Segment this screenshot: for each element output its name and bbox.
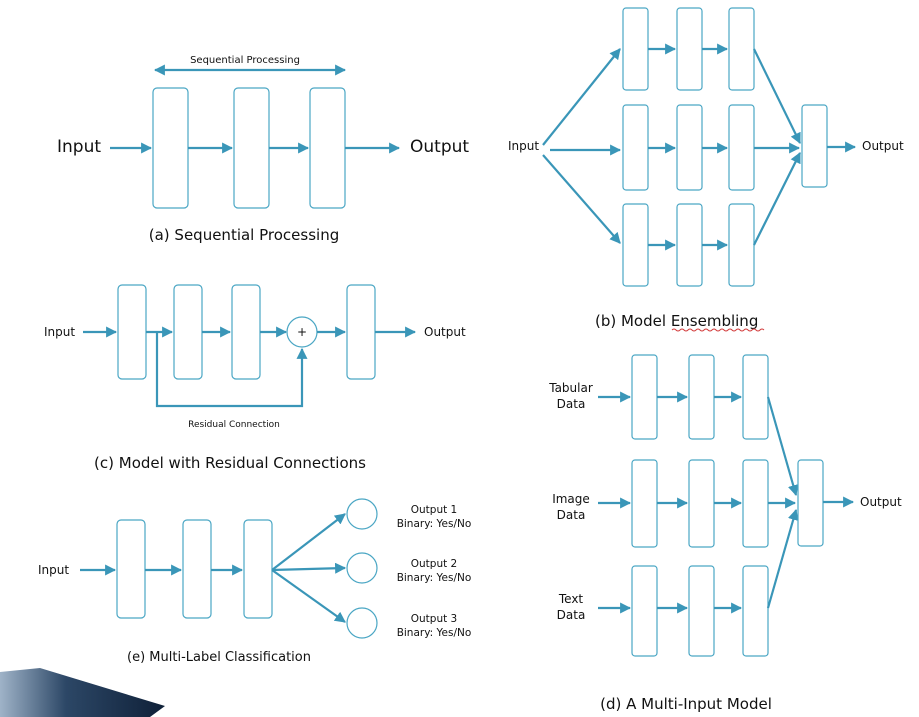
output-box xyxy=(801,104,828,188)
layer-box xyxy=(688,459,715,548)
panel-c-input-label: Input xyxy=(44,325,75,339)
layer-box xyxy=(117,284,147,380)
output-box xyxy=(797,459,824,547)
layer-box xyxy=(622,203,649,287)
text-label-line1: Text xyxy=(558,592,584,606)
panel-b-caption-word: Ensembling xyxy=(671,312,759,330)
layer-box xyxy=(742,354,769,440)
layer-box xyxy=(152,87,189,209)
layer-box xyxy=(728,104,755,191)
output-2-title: Output 2 xyxy=(411,558,458,570)
image-label-line1: Image xyxy=(552,492,590,506)
arrow xyxy=(271,569,346,623)
arrow xyxy=(271,513,346,571)
layer-box xyxy=(728,203,755,287)
layer-box xyxy=(243,519,273,619)
layer-box xyxy=(309,87,346,209)
output-1-detail: Binary: Yes/No xyxy=(397,518,472,530)
output-3-title: Output 3 xyxy=(411,613,458,625)
layer-box xyxy=(631,565,658,657)
arrow xyxy=(766,508,799,609)
panel-b-output-label: Output xyxy=(862,139,904,153)
arrow xyxy=(753,152,801,246)
layer-box xyxy=(622,104,649,191)
residual-connection-arrow xyxy=(155,332,308,408)
arrow xyxy=(542,48,621,146)
panel-a-caption: (a) Sequential Processing xyxy=(149,226,339,244)
panel-b-caption-prefix: (b) Model xyxy=(595,312,671,330)
layer-box xyxy=(728,7,755,91)
layer-box xyxy=(676,7,703,91)
layer-box xyxy=(676,203,703,287)
panel-c-residual: Input + Output Residual Connection (c) M… xyxy=(44,284,466,472)
layer-box xyxy=(173,284,203,380)
layer-box xyxy=(233,87,270,209)
panel-e-multilabel: Input Output 1 Binary: Yes/No Output 2 B… xyxy=(38,498,472,665)
span-label: Sequential Processing xyxy=(190,55,300,66)
layer-box xyxy=(742,459,769,548)
panel-a-input-label: Input xyxy=(57,137,101,157)
panel-b-caption: (b) Model Ensembling xyxy=(595,312,758,330)
layer-box xyxy=(182,519,212,619)
output-1-title: Output 1 xyxy=(411,504,458,516)
arrow xyxy=(271,562,347,574)
text-label-line2: Data xyxy=(557,608,586,622)
panel-d-multi-input: Tabular Data Image Data Text Data Outpu xyxy=(548,354,902,713)
panel-a-sequential: Sequential Processing Input Output (a) S… xyxy=(57,55,469,244)
decorative-swoosh xyxy=(0,668,165,717)
image-label-line2: Data xyxy=(557,508,586,522)
layer-box xyxy=(622,7,649,91)
arrow xyxy=(753,48,801,144)
layer-box xyxy=(688,565,715,657)
layer-box xyxy=(742,565,769,657)
tabular-label-line1: Tabular xyxy=(548,381,593,395)
output-3-detail: Binary: Yes/No xyxy=(397,627,472,639)
arrow xyxy=(542,154,621,244)
layer-box xyxy=(346,284,376,380)
panel-c-caption: (c) Model with Residual Connections xyxy=(94,454,366,472)
spellcheck-underline xyxy=(671,328,765,332)
layer-box xyxy=(688,354,715,440)
panel-e-caption: (e) Multi-Label Classification xyxy=(127,650,311,665)
tabular-label-line2: Data xyxy=(557,397,586,411)
output-node xyxy=(346,607,378,639)
layer-box xyxy=(631,354,658,440)
panel-b-ensembling: Input Output (b) Model Ensembling xyxy=(508,7,904,332)
plus-symbol: + xyxy=(297,325,307,339)
residual-label: Residual Connection xyxy=(188,420,280,430)
output-node xyxy=(346,552,378,584)
panel-e-input-label: Input xyxy=(38,563,69,577)
layer-box xyxy=(631,459,658,548)
panel-d-output-label: Output xyxy=(860,495,902,509)
layer-box xyxy=(676,104,703,191)
panel-b-input-label: Input xyxy=(508,139,539,153)
layer-box xyxy=(231,284,261,380)
output-2-detail: Binary: Yes/No xyxy=(397,572,472,584)
panel-d-caption: (d) A Multi-Input Model xyxy=(600,695,772,713)
panel-a-output-label: Output xyxy=(410,137,469,157)
panel-c-output-label: Output xyxy=(424,325,466,339)
arrow xyxy=(766,396,799,497)
output-node xyxy=(346,498,378,530)
layer-box xyxy=(116,519,146,619)
